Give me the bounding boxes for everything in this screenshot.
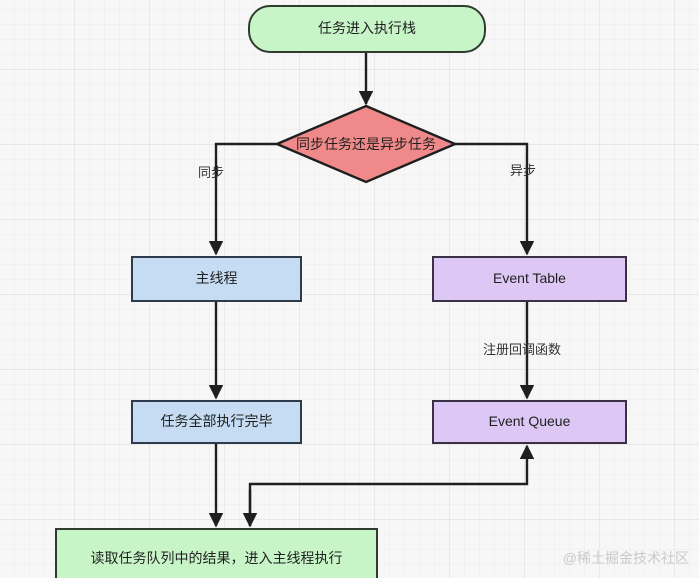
edge-label-async: 异步 [510, 163, 537, 178]
node-end-label: 读取任务队列中的结果，进入主线程执行 [90, 550, 343, 567]
watermark: @稀土掘金技术社区 [562, 550, 689, 566]
node-tasks-done-label: 任务全部执行完毕 [160, 413, 273, 430]
node-main-thread[interactable]: 主线程 [131, 256, 302, 302]
node-event-table[interactable]: Event Table [432, 256, 627, 302]
node-main-thread-label: 主线程 [195, 270, 238, 287]
node-end[interactable]: 读取任务队列中的结果，进入主线程执行 [55, 528, 378, 578]
edge-event-queue-to-end [248, 444, 535, 526]
edge-label-register-callback: 注册回调函数 [483, 342, 562, 357]
node-event-table-label: Event Table [493, 270, 566, 287]
edge-decision-to-event-table [455, 142, 535, 256]
node-event-queue[interactable]: Event Queue [432, 400, 627, 444]
node-event-queue-label: Event Queue [488, 413, 571, 430]
node-decision[interactable]: 同步任务还是异步任务 [275, 104, 457, 184]
node-tasks-done[interactable]: 任务全部执行完毕 [131, 400, 302, 444]
node-start-label: 任务进入执行栈 [318, 20, 416, 37]
edge-label-sync: 同步 [198, 165, 225, 180]
node-start[interactable]: 任务进入执行栈 [248, 5, 486, 53]
edge-decision-to-main-thread [208, 142, 277, 256]
